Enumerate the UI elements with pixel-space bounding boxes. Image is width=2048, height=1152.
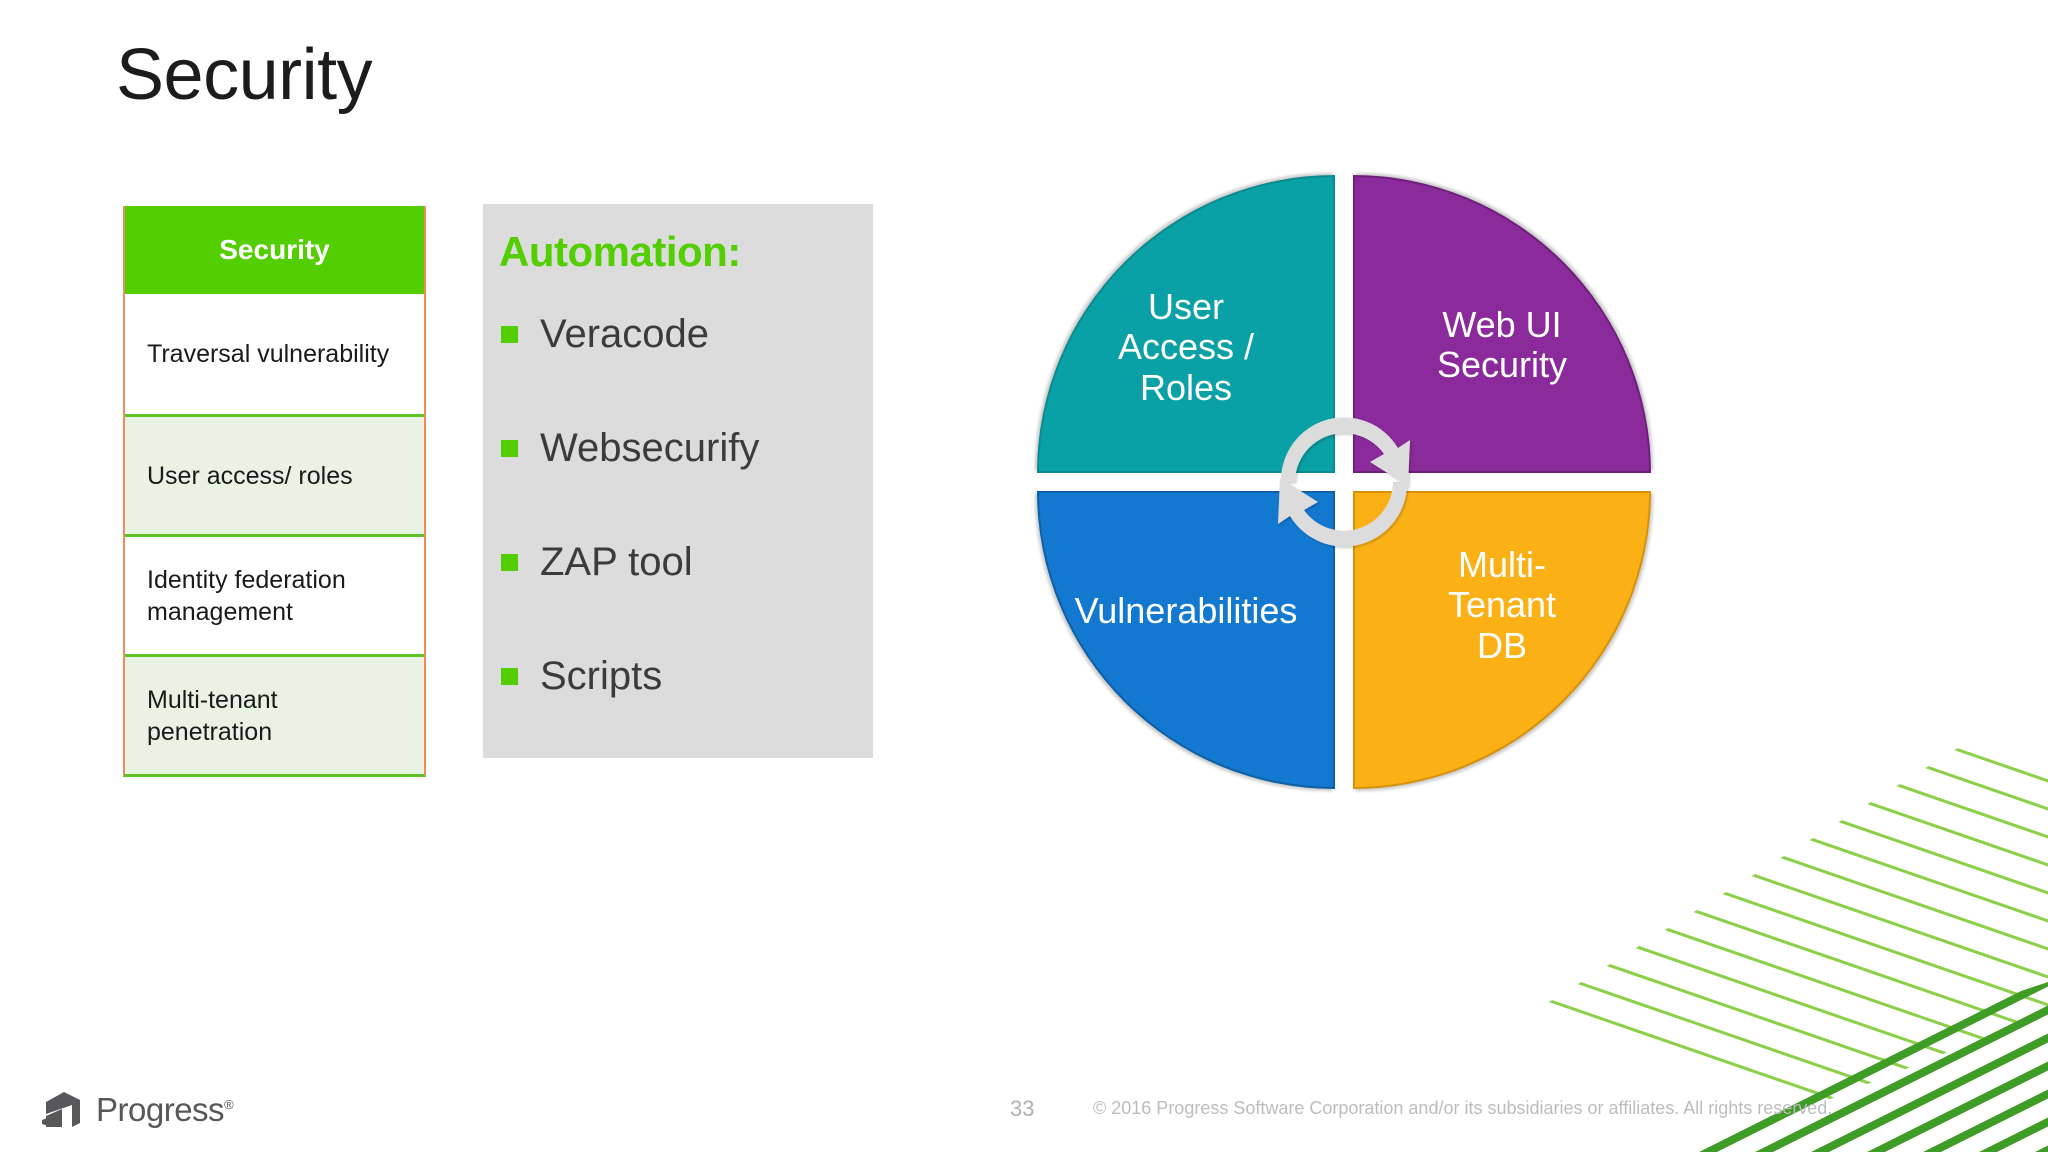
quadrant-web-ui-security[interactable]: Web UI Security	[1353, 175, 1651, 473]
list-item: ZAP tool	[501, 542, 693, 582]
progress-wordmark: Progress®	[96, 1091, 234, 1128]
list-item: Scripts	[501, 656, 662, 696]
automation-item-label: Veracode	[540, 312, 710, 356]
table-row: User access/ roles	[125, 414, 424, 534]
copyright-notice: © 2016 Progress Software Corporation and…	[1093, 1098, 1833, 1118]
table-row: Traversal vulnerability	[125, 294, 424, 414]
table-row: Multi-tenant penetration	[125, 654, 424, 774]
automation-heading: Automation:	[499, 228, 741, 275]
registered-mark: ®	[224, 1097, 234, 1112]
table-row: Identity federation management	[125, 534, 424, 654]
progress-mark-icon	[42, 1092, 80, 1127]
bullet-square-icon	[501, 667, 518, 685]
bullet-square-icon	[501, 439, 518, 457]
security-table: Security Traversal vulnerability User ac…	[123, 206, 426, 777]
quadrant-vulnerabilities[interactable]: Vulnerabilities	[1037, 491, 1335, 789]
automation-panel: Automation: Veracode Websecurify ZAP too…	[483, 204, 873, 758]
quadrant-label: Web UI Security	[1436, 304, 1568, 386]
automation-item-label: Websecurify	[540, 426, 760, 470]
automation-item-label: Scripts	[540, 654, 663, 698]
quadrant-label: Vulnerabilities	[1074, 590, 1298, 631]
automation-item-label: ZAP tool	[540, 540, 693, 584]
security-table-header: Security	[125, 206, 424, 294]
quadrant-circle-diagram: User Access / Roles Web UI Security Vuln…	[1037, 175, 1651, 789]
progress-logo: Progress®	[40, 1090, 234, 1130]
quadrant-label: User Access / Roles	[1117, 286, 1255, 408]
quadrant-multi-tenant-db[interactable]: Multi- Tenant DB	[1353, 491, 1651, 789]
page-number: 33	[1010, 1096, 1035, 1121]
quadrant-label: Multi- Tenant DB	[1447, 544, 1557, 666]
list-item: Websecurify	[501, 428, 759, 468]
quadrant-user-access-roles[interactable]: User Access / Roles	[1037, 175, 1335, 473]
bullet-square-icon	[501, 325, 518, 343]
bullet-square-icon	[501, 553, 518, 571]
page-title: Security	[116, 35, 373, 115]
list-item: Veracode	[501, 314, 709, 354]
